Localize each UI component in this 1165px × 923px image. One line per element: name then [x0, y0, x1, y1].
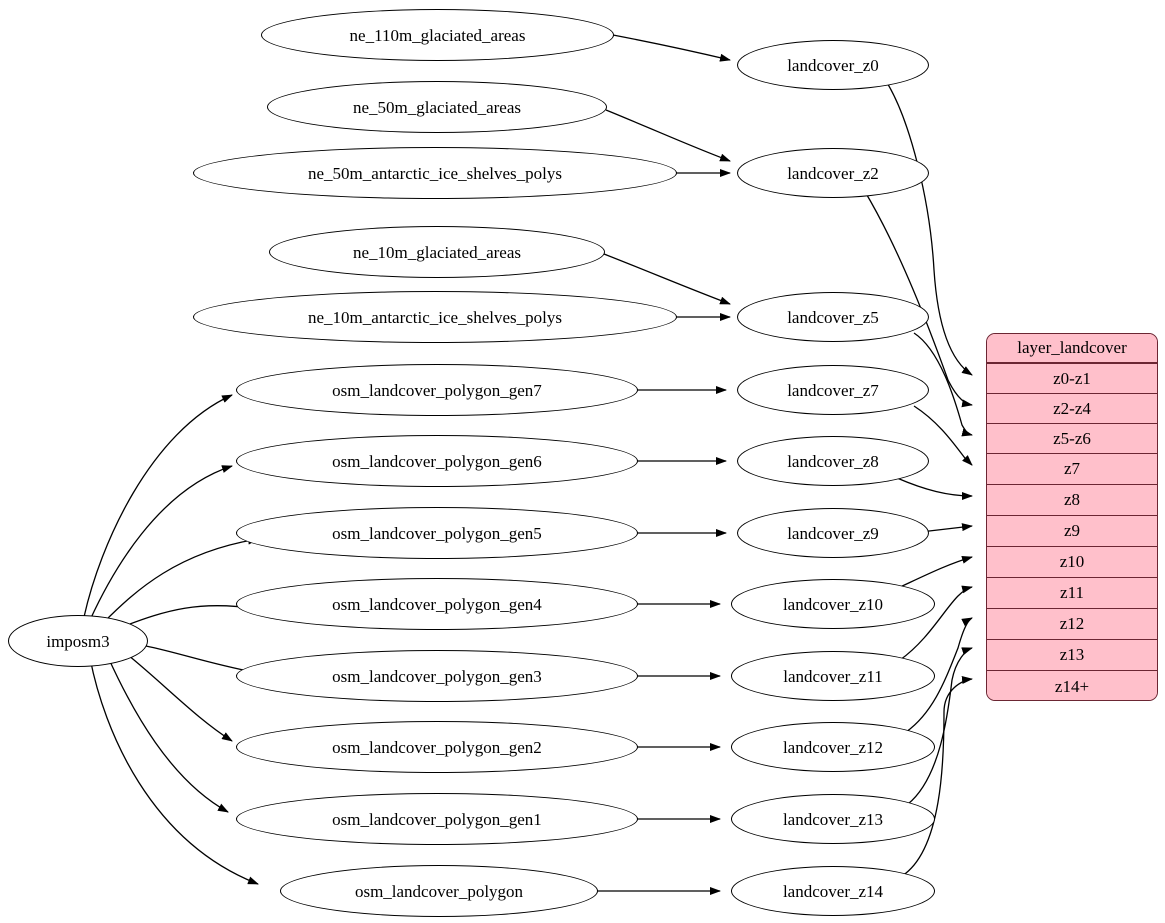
- table-row-label: z8: [1063, 490, 1081, 509]
- edge-z10-to-row-z10: [897, 555, 973, 589]
- table-row-label: z2-z4: [1053, 398, 1091, 418]
- node-landcover-z0[interactable]: landcover_z0: [737, 40, 929, 90]
- node-label: osm_landcover_polygon_gen2: [332, 737, 542, 757]
- table-row-label: z10: [1059, 552, 1085, 571]
- node-label: landcover_z8: [787, 451, 879, 471]
- node-landcover-z5[interactable]: landcover_z5: [737, 292, 929, 342]
- table-row[interactable]: z9: [987, 516, 1157, 547]
- table-row-label: z7: [1063, 459, 1081, 478]
- node-label: landcover_z11: [783, 666, 883, 686]
- node-label: osm_landcover_polygon_gen5: [332, 523, 542, 543]
- node-label: landcover_z12: [782, 737, 884, 757]
- edge-z2-to-row-z2z4: [863, 189, 973, 408]
- edge-imposm3-to-gen4: [121, 603, 259, 628]
- node-label: osm_landcover_polygon_gen7: [332, 380, 542, 400]
- node-label: imposm3: [46, 631, 110, 651]
- node-landcover-z2[interactable]: landcover_z2: [737, 148, 929, 198]
- edge-imposm3-to-gen1: [107, 656, 229, 813]
- node-label: osm_landcover_polygon_gen6: [332, 451, 542, 471]
- edge-z12-to-row-z12: [905, 617, 973, 733]
- node-label: landcover_z2: [787, 163, 879, 183]
- node-label: landcover_z9: [787, 523, 879, 543]
- table-row[interactable]: z7: [987, 454, 1157, 485]
- edge-imposm3-to-polygon: [89, 657, 259, 885]
- node-label: ne_10m_antarctic_ice_shelves_polys: [308, 307, 562, 327]
- table-row-label: z9: [1063, 521, 1081, 540]
- node-landcover-z9[interactable]: landcover_z9: [737, 508, 929, 558]
- node-osm-landcover-polygon-gen7[interactable]: osm_landcover_polygon_gen7: [236, 364, 638, 416]
- node-label: landcover_z13: [782, 809, 884, 829]
- node-landcover-z7[interactable]: landcover_z7: [737, 365, 929, 415]
- node-label: landcover_z7: [787, 380, 879, 400]
- node-landcover-z14[interactable]: landcover_z14: [731, 866, 935, 916]
- table-row[interactable]: z0-z1: [987, 364, 1157, 394]
- node-osm-landcover-polygon-gen5[interactable]: osm_landcover_polygon_gen5: [236, 507, 638, 559]
- edge-z8-to-row-z8: [896, 477, 973, 500]
- table-row-label: z0-z1: [1053, 368, 1091, 388]
- node-label: osm_landcover_polygon_gen4: [332, 594, 542, 614]
- node-osm-landcover-polygon-gen2[interactable]: osm_landcover_polygon_gen2: [236, 721, 638, 773]
- node-label: osm_landcover_polygon_gen1: [332, 809, 542, 829]
- node-osm-landcover-polygon-gen4[interactable]: osm_landcover_polygon_gen4: [236, 578, 638, 630]
- node-osm-landcover-polygon-gen1[interactable]: osm_landcover_polygon_gen1: [236, 793, 638, 845]
- node-label: landcover_z14: [782, 881, 884, 901]
- edge-ne10mglac-to-z5: [603, 253, 731, 305]
- node-ne-10m-glaciated-areas[interactable]: ne_10m_glaciated_areas: [269, 226, 605, 278]
- edge-z7-to-row-z7: [913, 405, 973, 466]
- node-osm-landcover-polygon-gen3[interactable]: osm_landcover_polygon_gen3: [236, 650, 638, 702]
- node-label: ne_10m_glaciated_areas: [352, 242, 522, 262]
- node-ne-50m-antarctic-ice-shelves-polys[interactable]: ne_50m_antarctic_ice_shelves_polys: [193, 147, 677, 199]
- node-landcover-z11[interactable]: landcover_z11: [731, 651, 935, 701]
- edge-imposm3-to-gen5: [103, 536, 259, 623]
- node-label: ne_110m_glaciated_areas: [349, 25, 526, 45]
- node-landcover-z12[interactable]: landcover_z12: [731, 722, 935, 772]
- edge-z13-to-row-z13: [907, 647, 973, 805]
- table-row-label: z14+: [1054, 676, 1090, 696]
- node-label: landcover_z0: [787, 55, 879, 75]
- edge-imposm3-to-gen7: [83, 394, 233, 618]
- edge-z5-to-row-z5z6: [913, 332, 973, 437]
- table-header: layer_landcover: [987, 334, 1157, 364]
- table-row-label: z12: [1059, 614, 1085, 633]
- edge-z0-to-row-z0z1: [885, 80, 973, 376]
- edge-ne110m-to-z0: [612, 34, 731, 62]
- table-row[interactable]: z5-z6: [987, 424, 1157, 454]
- table-row-label: z5-z6: [1053, 428, 1091, 448]
- node-osm-landcover-polygon-gen6[interactable]: osm_landcover_polygon_gen6: [236, 435, 638, 487]
- edge-imposm3-to-gen6: [89, 465, 233, 621]
- table-row[interactable]: z12: [987, 609, 1157, 640]
- node-label: ne_50m_glaciated_areas: [352, 97, 522, 117]
- edge-imposm3-to-gen2: [127, 654, 233, 742]
- table-row[interactable]: z2-z4: [987, 394, 1157, 424]
- layer-landcover-table[interactable]: layer_landcover z0-z1 z2-z4 z5-z6 z7 z8 …: [986, 333, 1158, 701]
- table-row[interactable]: z13: [987, 640, 1157, 671]
- node-ne-10m-antarctic-ice-shelves-polys[interactable]: ne_10m_antarctic_ice_shelves_polys: [193, 291, 677, 343]
- table-row[interactable]: z8: [987, 485, 1157, 516]
- node-landcover-z10[interactable]: landcover_z10: [731, 579, 935, 629]
- table-header-label: layer_landcover: [1017, 338, 1127, 357]
- node-osm-landcover-polygon[interactable]: osm_landcover_polygon: [280, 865, 598, 917]
- edge-z11-to-row-z11: [899, 585, 973, 661]
- node-label: ne_50m_antarctic_ice_shelves_polys: [308, 163, 562, 183]
- table-row[interactable]: z10: [987, 547, 1157, 578]
- node-label: osm_landcover_polygon_gen3: [332, 666, 542, 686]
- node-imposm3[interactable]: imposm3: [8, 615, 148, 667]
- node-label: landcover_z5: [787, 307, 879, 327]
- node-label: osm_landcover_polygon: [354, 881, 524, 901]
- node-landcover-z8[interactable]: landcover_z8: [737, 436, 929, 486]
- node-ne-50m-glaciated-areas[interactable]: ne_50m_glaciated_areas: [267, 81, 607, 133]
- table-row-label: z13: [1059, 645, 1085, 664]
- table-row[interactable]: z11: [987, 578, 1157, 609]
- edge-ne50mglac-to-z2: [605, 109, 731, 162]
- node-ne-110m-glaciated-areas[interactable]: ne_110m_glaciated_areas: [261, 9, 614, 61]
- table-row[interactable]: z14+: [987, 671, 1157, 700]
- edge-z14-to-row-z14: [901, 676, 973, 877]
- node-label: landcover_z10: [782, 594, 884, 614]
- node-landcover-z13[interactable]: landcover_z13: [731, 794, 935, 844]
- table-row-label: z11: [1060, 583, 1084, 602]
